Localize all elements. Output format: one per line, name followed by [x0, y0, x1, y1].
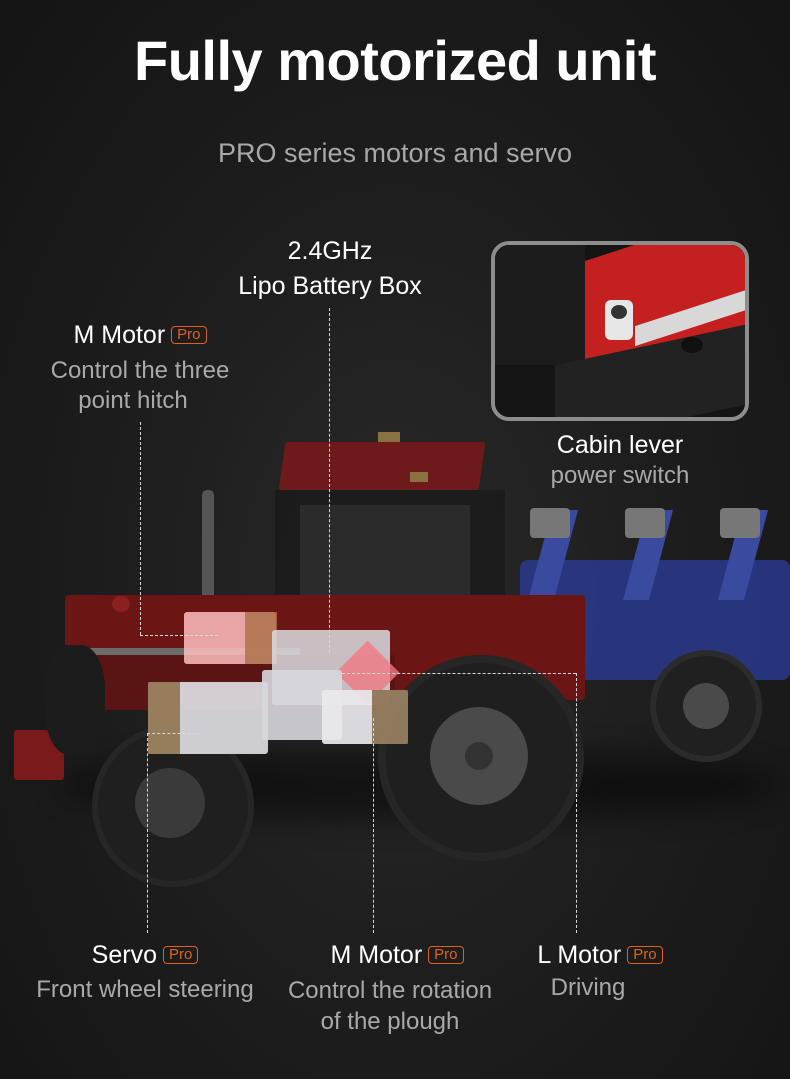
plough-motor-title: M Motor Pro: [297, 940, 497, 970]
hitch-motor-title: M Motor Pro: [40, 320, 240, 350]
drive-motor-title: L Motor Pro: [500, 940, 700, 970]
hitch-motor-desc-2: point hitch: [78, 387, 188, 414]
pro-badge: Pro: [171, 326, 207, 344]
page-subtitle: PRO series motors and servo: [217, 138, 573, 168]
plough-motor-desc-2: of the plough: [320, 1008, 460, 1035]
servo-desc: Front wheel steering: [36, 976, 254, 1003]
hitch-leader-line: [140, 422, 141, 635]
pro-badge: Pro: [428, 946, 464, 964]
cabin-lever-desc: power switch: [550, 462, 690, 489]
drive-motor-leader-line: [576, 673, 577, 933]
battery-leader-line: [329, 308, 330, 653]
page-title: Fully motorized unit: [134, 29, 656, 92]
cabin-lever-photo: [491, 241, 749, 421]
servo-leader-line-h: [147, 733, 201, 734]
drive-motor-leader-line-h: [342, 673, 576, 674]
hitch-motor-label: M Motor: [73, 321, 166, 349]
hitch-motor-desc-1: Control the three: [50, 357, 230, 384]
pro-badge: Pro: [627, 946, 663, 964]
cab-roof: [278, 442, 486, 490]
pro-badge: Pro: [162, 946, 199, 964]
hitch-leader-line-h: [140, 635, 218, 636]
tractor-image: [0, 420, 790, 900]
servo-leader-line: [147, 733, 148, 933]
plough-motor-leader-line: [373, 718, 374, 933]
battery-frequency: 2.4GHz: [287, 237, 373, 265]
servo-title: Servo Pro: [45, 940, 245, 970]
exhaust-pipe: [202, 490, 214, 605]
drive-motor-desc: Driving: [550, 974, 626, 1001]
servo-label: Servo: [91, 941, 157, 969]
drive-motor-label: L Motor: [537, 941, 622, 969]
plough-motor-label: M Motor: [330, 941, 423, 969]
plough-motor-desc-1: Control the rotation: [287, 977, 493, 1004]
battery-label: Lipo Battery Box: [238, 272, 422, 300]
cabin-lever-label: Cabin lever: [556, 431, 684, 459]
